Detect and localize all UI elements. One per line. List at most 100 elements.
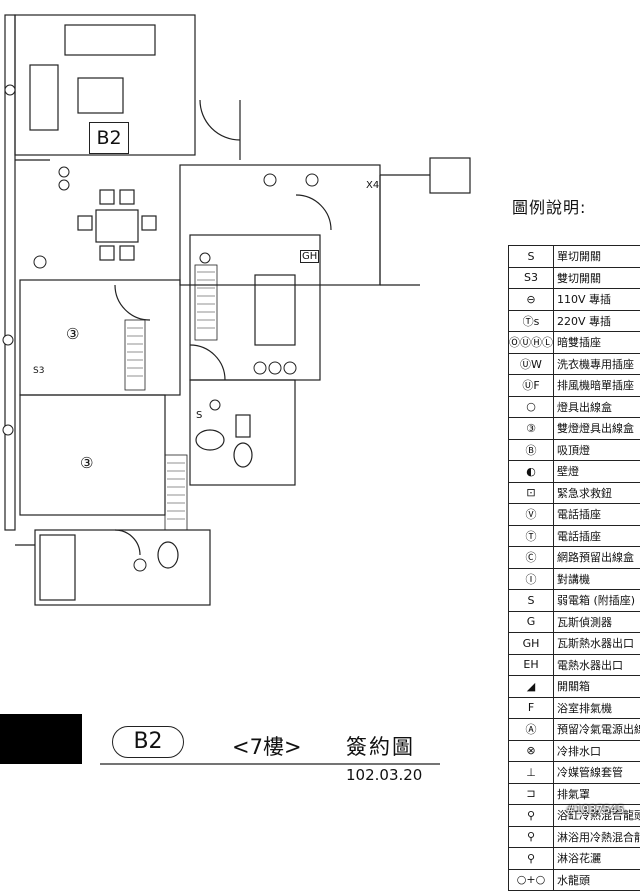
unit-label: B2 xyxy=(112,726,184,758)
legend-row: ○+○水龍頭 xyxy=(509,869,640,891)
legend-description: 冷排水口 xyxy=(554,740,640,762)
legend-symbol: Ⓒ xyxy=(509,547,554,569)
closet-3a xyxy=(125,320,145,390)
legend-symbol: ⚲ xyxy=(509,848,554,870)
legend-symbol: Ⓣ xyxy=(509,525,554,547)
kitchen-area xyxy=(180,165,380,285)
legend-symbol: G xyxy=(509,611,554,633)
legend-symbol: ⚲ xyxy=(509,826,554,848)
room-mark-bedroom-a: ③ xyxy=(66,325,79,343)
legend-symbol: S3 xyxy=(509,267,554,289)
legend-description: 吸頂燈 xyxy=(554,439,640,461)
legend-symbol: ⊖ xyxy=(509,289,554,311)
annotation-x4: X4 xyxy=(366,180,379,191)
annotation-switch: S xyxy=(196,410,202,421)
legend-row: ◐壁燈 xyxy=(509,461,640,483)
legend-description: 冷媒管線套管 xyxy=(554,762,640,784)
coffee-table xyxy=(78,78,123,113)
legend-description: 洗衣機專用插座 xyxy=(554,353,640,375)
legend-row: ⊡緊急求救鈕 xyxy=(509,482,640,504)
legend-symbol: S xyxy=(509,246,554,268)
legend-symbol: ⊡ xyxy=(509,482,554,504)
legend-symbol: Ⓣs xyxy=(509,310,554,332)
legend-row: ⊐排氣罩 xyxy=(509,783,640,805)
legend-row: ⊗冷排水口 xyxy=(509,740,640,762)
legend-description: 預留冷氣電源出線 xyxy=(554,719,640,741)
legend-description: 燈具出線盒 xyxy=(554,396,640,418)
legend-row: ◢開關箱 xyxy=(509,676,640,698)
legend-symbol: ⚲ xyxy=(509,805,554,827)
legend-symbol: Ⓥ xyxy=(509,504,554,526)
legend-description: 單切開關 xyxy=(554,246,640,268)
legend-symbol: EH xyxy=(509,654,554,676)
legend-row: ⊥冷媒管線套管 xyxy=(509,762,640,784)
sofa xyxy=(65,25,155,55)
sink xyxy=(196,430,224,450)
floor-plan xyxy=(0,0,500,720)
bathroom-1 xyxy=(190,380,295,485)
legend-symbol: ⓊF xyxy=(509,375,554,397)
legend-symbol: ⊥ xyxy=(509,762,554,784)
bathtub xyxy=(40,535,75,600)
legend-description: 電話插座 xyxy=(554,525,640,547)
legend-description: 電話插座 xyxy=(554,504,640,526)
toilet xyxy=(234,443,252,467)
legend-description: 對講機 xyxy=(554,568,640,590)
legend-symbol: ◢ xyxy=(509,676,554,698)
legend-row: ⚲淋浴用冷熱混合龍頭 xyxy=(509,826,640,848)
plan-title: 簽約圖 xyxy=(346,731,415,761)
legend-description: 水龍頭 xyxy=(554,869,640,891)
legend-title: 圖例說明: xyxy=(512,194,586,218)
legend-row: ○燈具出線盒 xyxy=(509,396,640,418)
watermark: #1937545 xyxy=(566,803,624,816)
legend-symbol: ③ xyxy=(509,418,554,440)
legend-description: 瓦斯偵測器 xyxy=(554,611,640,633)
legend-symbol: ⊐ xyxy=(509,783,554,805)
legend-symbol: ◐ xyxy=(509,461,554,483)
legend-description: 網路預留出線盒 xyxy=(554,547,640,569)
legend-symbol: ⓄⓊⒽⓁ xyxy=(509,332,554,354)
bedroom-3a xyxy=(20,280,180,395)
closet-right xyxy=(195,265,217,340)
legend-description: 壁燈 xyxy=(554,461,640,483)
bathroom-2 xyxy=(35,530,210,605)
legend-description: 雙切開關 xyxy=(554,267,640,289)
legend-symbol: F xyxy=(509,697,554,719)
plan-date: 102.03.20 xyxy=(346,766,422,784)
legend-description: 淋浴用冷熱混合龍頭 xyxy=(554,826,640,848)
legend-description: 緊急求救鈕 xyxy=(554,482,640,504)
legend-symbol: ○+○ xyxy=(509,869,554,891)
legend-description: 雙燈燈具出線盒 xyxy=(554,418,640,440)
title-underline xyxy=(100,762,440,766)
legend-description: 浴室排氣機 xyxy=(554,697,640,719)
legend-description: 電熱水器出口 xyxy=(554,654,640,676)
legend-row: ⚲淋浴花灑 xyxy=(509,848,640,870)
legend-symbol: ⊗ xyxy=(509,740,554,762)
annotation-gh: GH xyxy=(300,250,319,263)
legend-description: 220V 專插 xyxy=(554,310,640,332)
legend-description: 淋浴花灑 xyxy=(554,848,640,870)
legend-description: 110V 專插 xyxy=(554,289,640,311)
legend-row: ⊖110V 專插 xyxy=(509,289,640,311)
legend-symbol: S xyxy=(509,590,554,612)
redaction-block xyxy=(0,714,82,764)
legend-symbol: Ⓘ xyxy=(509,568,554,590)
legend-description: 瓦斯熱水器出口 xyxy=(554,633,640,655)
legend-description: 開關箱 xyxy=(554,676,640,698)
